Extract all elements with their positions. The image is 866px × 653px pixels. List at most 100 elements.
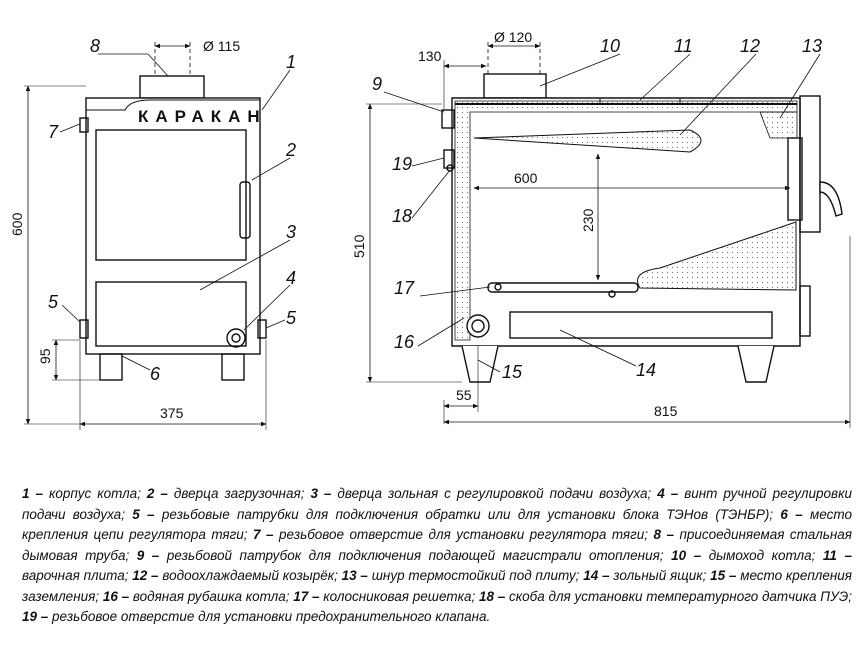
legend-item: 18 – скоба для установки температурного … — [479, 589, 852, 604]
legend-item-text: корпус котла; — [42, 486, 147, 501]
label-17: 17 — [394, 278, 415, 298]
legend-item-text: резьбовое отверстие для установки предох… — [48, 609, 491, 624]
legend-item: 3 – дверца зольная с регулировкой подачи… — [310, 486, 657, 501]
side-total-height-dim: 510 — [351, 234, 367, 258]
legend-item-text: резьбовое отверстие для установки регуля… — [273, 527, 654, 542]
legend-item-text: резьбовые патрубки для подключения обрат… — [154, 506, 781, 522]
legend-item-text: дверца зольная с регулировкой подачи воз… — [331, 486, 658, 501]
side-offset-top-dim: 130 — [418, 48, 442, 64]
legend-item: 1 – корпус котла; — [22, 486, 147, 501]
front-width-dim: 375 — [160, 405, 184, 421]
side-firebox-height-dim: 230 — [580, 208, 596, 232]
legend-item-number: 13 – — [341, 568, 368, 583]
legend-item: 6 – место крепления цепи регулятора тяги… — [22, 507, 852, 543]
legend-item-text: место крепления заземления; — [22, 568, 853, 604]
legend-item-number: 4 – — [657, 486, 679, 501]
front-leg-left — [99, 353, 123, 381]
lower-baffle — [637, 221, 797, 291]
legend-item-text: дымоход котла; — [701, 547, 823, 563]
legend-item-text: винт ручной регулировки подачи воздуха; — [22, 486, 852, 522]
upper-baffle — [473, 129, 702, 153]
legend-item-text: водяная рубашка котла; — [129, 588, 294, 604]
legend-item: 5 – резьбовые патрубки для подключения о… — [132, 507, 780, 522]
front-loading-door — [95, 129, 247, 261]
side-view — [366, 42, 851, 428]
front-brand: КАРАКАН — [138, 107, 267, 126]
legend-item: 19 – резьбовое отверстие для установки п… — [22, 609, 490, 624]
legend-item: 10 – дымоход котла; — [671, 548, 823, 563]
legend-item: 8 – присоединяемая стальная дымовая труб… — [22, 527, 852, 563]
legend-item-number: 15 – — [710, 568, 737, 583]
label-19: 19 — [392, 154, 412, 174]
legend-item-number: 5 – — [132, 506, 155, 522]
side-chimney — [483, 73, 547, 99]
legend-item: 11 – варочная плита; — [22, 548, 852, 584]
legend-item-text: шнур термостойкий под плиту; — [367, 568, 584, 583]
legend-item-text: водоохлаждаемый козырёк; — [158, 568, 342, 583]
legend-item-number: 14 – — [583, 568, 610, 583]
legend-item-text: варочная плита; — [22, 568, 133, 583]
legend-item-number: 19 – — [22, 609, 49, 624]
front-leg-right — [221, 353, 245, 381]
front-leg-dim: 95 — [37, 348, 53, 364]
legend-item: 9 – резьбовой патрубок для подключения п… — [137, 548, 671, 563]
legend-item: 7 – резьбовое отверстие для установки ре… — [253, 527, 654, 542]
boiler-drawing: КАРАКАН Ø 115 600 95 375 8 1 7 2 3 4 5 5… — [9, 29, 851, 430]
front-height-dim: 600 — [9, 212, 25, 236]
label-18: 18 — [392, 206, 412, 226]
legend-item-text: скоба для установки температурного датчи… — [505, 588, 852, 604]
legend-item-text: колосниковая решетка; — [319, 588, 479, 604]
side-door — [799, 95, 821, 233]
legend-item: 14 – зольный ящик; — [583, 568, 710, 583]
legend-item-number: 6 – — [780, 506, 803, 522]
legend-item-number: 8 – — [653, 527, 674, 542]
label-16: 16 — [394, 332, 415, 352]
label-1: 1 — [286, 52, 296, 72]
label-12: 12 — [740, 36, 760, 56]
legend-item: 12 – водоохлаждаемый козырёк; — [132, 568, 341, 583]
label-2: 2 — [285, 140, 296, 160]
label-5-left: 5 — [48, 292, 59, 312]
legend-item: 16 – водяная рубашка котла; — [103, 589, 293, 604]
legend-item: 2 – дверца загрузочная; — [147, 486, 311, 501]
label-11: 11 — [674, 36, 693, 56]
legend-item: 4 – винт ручной регулировки подачи возду… — [22, 486, 852, 522]
legend-item-text: место крепления цепи регулятора тяги; — [22, 506, 852, 543]
side-firebox-length-dim: 600 — [514, 170, 538, 186]
label-3: 3 — [286, 222, 296, 242]
legend-item-text: зольный ящик; — [609, 568, 711, 583]
label-6: 6 — [150, 364, 161, 384]
label-5-right: 5 — [286, 308, 297, 328]
side-offset-bottom-dim: 55 — [456, 387, 472, 403]
legend: 1 – корпус котла; 2 – дверца загрузочная… — [22, 484, 852, 628]
label-9: 9 — [372, 74, 382, 94]
legend-item-number: 2 – — [146, 486, 168, 501]
legend-item-number: 3 – — [310, 486, 332, 501]
label-13: 13 — [802, 36, 822, 56]
legend-item-number: 16 – — [102, 588, 130, 604]
label-7: 7 — [48, 122, 59, 142]
label-15: 15 — [502, 362, 523, 382]
legend-item-number: 7 – — [253, 527, 274, 542]
water-jacket — [454, 100, 798, 341]
label-14: 14 — [636, 360, 656, 380]
legend-item: 17 – колосниковая решетка; — [293, 589, 479, 604]
legend-item-number: 9 – — [136, 547, 160, 563]
legend-item: 15 – место крепления заземления; — [22, 568, 852, 604]
legend-item-number: 17 – — [293, 588, 320, 604]
side-total-length-dim: 815 — [654, 403, 678, 419]
legend-item-number: 11 – — [822, 547, 852, 563]
front-chimney-diameter: Ø 115 — [203, 38, 240, 54]
label-4: 4 — [286, 268, 296, 288]
legend-item-number: 12 – — [132, 568, 159, 583]
legend-item-text: дверца загрузочная; — [167, 486, 311, 501]
front-view — [24, 42, 291, 430]
legend-item-text: резьбовой патрубок для подключения подаю… — [159, 547, 672, 563]
legend-item-number: 18 – — [478, 588, 506, 604]
front-body — [85, 97, 261, 355]
water-pipe — [466, 314, 490, 338]
front-chimney — [139, 75, 205, 99]
label-10: 10 — [600, 36, 620, 56]
label-8: 8 — [90, 36, 100, 56]
front-ash-door — [95, 281, 247, 347]
